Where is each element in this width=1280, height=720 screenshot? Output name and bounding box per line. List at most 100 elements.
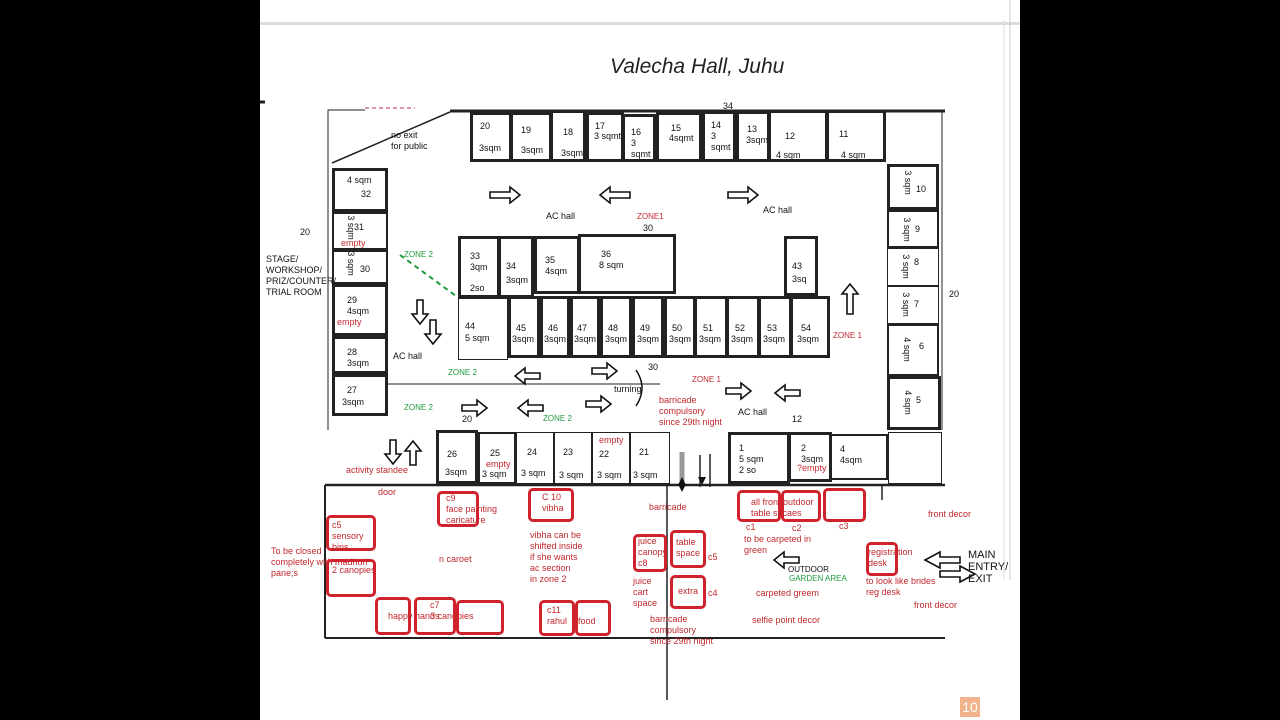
- stall-area: 3 sqmt: [711, 131, 731, 152]
- stall-note: empty: [486, 459, 511, 469]
- stall-35: 35 4sqm: [534, 236, 580, 294]
- stall-id: 47: [577, 323, 588, 333]
- stall-7: 3 sqm 7: [887, 286, 939, 324]
- stall-id: 31: [354, 222, 365, 232]
- front-decor-label: front decor: [914, 600, 958, 610]
- booth-c11: [539, 600, 575, 636]
- stall-31: 3 sqm 31 empty: [332, 212, 388, 250]
- barricade-note: barricade compulsory since 29th night: [650, 614, 714, 646]
- stall-52: 52 3sqm: [726, 296, 760, 358]
- stall-49: 49 3sqm: [632, 296, 664, 358]
- stall-25: 25 empty 3 sqm: [478, 432, 516, 484]
- zone-label: ZONE 1: [692, 375, 721, 384]
- stall-area: 8 sqm: [599, 260, 624, 270]
- stall-id: 7: [914, 299, 920, 309]
- stall-13: 13 3sqm: [736, 111, 770, 162]
- stall-id: 6: [919, 341, 925, 351]
- stall-20: 20 3sqm: [470, 112, 512, 162]
- stall-id: 16: [631, 127, 642, 137]
- stall-29: 29 4sqm empty: [332, 284, 388, 336]
- stall-id: 18: [563, 127, 574, 137]
- stall-area: 3sqm: [347, 358, 370, 368]
- reg-desk-note: to look like brides reg desk: [866, 576, 936, 597]
- stall-5: 4 sqm 5: [887, 376, 941, 430]
- stall-id: 9: [915, 224, 921, 234]
- turning-label: turning: [614, 384, 642, 394]
- stall-area: 3 sqm: [345, 251, 356, 276]
- carpet-green-note: to be carpeted in green: [744, 534, 812, 555]
- stall-area: 4 sqm: [901, 337, 912, 362]
- stall-area: 3sqm: [506, 275, 529, 285]
- dimension-30-mid: 30: [648, 362, 659, 372]
- stall-45: 45 3sqm: [508, 296, 540, 358]
- stall-id: 11: [839, 129, 849, 139]
- booth-c7: [414, 597, 456, 635]
- booth-c5-sensory: [326, 515, 376, 551]
- stall-28: 28 3sqm: [332, 336, 388, 374]
- stall-14: 14 3 sqmt: [702, 111, 736, 162]
- stall-id: 24: [527, 447, 538, 457]
- page-top-rule: [260, 22, 1020, 25]
- booth-c4-label: c4: [708, 588, 718, 598]
- zone-label: ZONE 1: [833, 331, 862, 340]
- door-label: door: [378, 487, 397, 497]
- stall-area: 3sqm: [763, 334, 786, 344]
- page-number-badge: 10: [960, 697, 980, 717]
- dimension-20-right: 20: [949, 289, 960, 299]
- booth-registration: [866, 542, 898, 576]
- stall-34: 34 3sqm: [498, 236, 534, 298]
- stall-area: 3 sqmt: [594, 131, 622, 141]
- stall-22: empty 22 3 sqm: [592, 432, 630, 484]
- to-be-closed-note: To be closed completely with madhuri pan…: [271, 546, 368, 578]
- stall-id: 33: [470, 251, 481, 261]
- garden-label: GARDEN AREA: [789, 574, 847, 583]
- zone-label: ZONE 2: [543, 414, 572, 423]
- dimension-34: 34: [723, 101, 734, 111]
- stall-area: 3sqm: [521, 145, 544, 155]
- stall-area: 4 sqm: [841, 150, 866, 160]
- stall-area: 3sqm: [342, 397, 365, 407]
- carpet-note: n caroet: [439, 554, 472, 564]
- stall-area: 3sq: [792, 274, 807, 284]
- stall-id: 10: [916, 184, 927, 194]
- stall-46: 46 3sqm: [540, 296, 570, 358]
- page-title: Valecha Hall, Juhu: [610, 55, 785, 78]
- stall-id: 50: [672, 323, 683, 333]
- stall-id: 8: [914, 257, 920, 267]
- stall-44: 44 5 sqm: [458, 298, 508, 360]
- stall-id: 14: [711, 120, 722, 130]
- booth-c3: [823, 488, 866, 522]
- stall-area: 3 sqm: [900, 292, 911, 317]
- stall-id: 49: [640, 323, 651, 333]
- activity-label: activity standee: [346, 465, 409, 475]
- zone-label: ZONE 2: [448, 368, 477, 377]
- front-decor-label: front decor: [928, 509, 972, 519]
- stall-id: 26: [447, 449, 458, 459]
- booth-extra-label: extra: [678, 586, 699, 596]
- stall-id: 17: [595, 121, 606, 131]
- stall-note: empty: [337, 317, 362, 327]
- stall-area: 3sqm: [746, 135, 769, 145]
- stall-id: 4: [840, 444, 846, 454]
- stall-area: 3 sqmt: [631, 138, 651, 159]
- stall-26: 26 3sqm: [436, 430, 478, 484]
- stall-area: 3 sqm: [633, 470, 658, 480]
- booth-c1: [737, 490, 781, 522]
- stall-6: 4 sqm 6: [887, 324, 939, 376]
- booth-canopies-label: 2 canopies: [332, 565, 376, 575]
- stall-area: 3sqm: [445, 467, 468, 477]
- stall-id: 30: [360, 264, 371, 274]
- stall-id: 34: [506, 261, 517, 271]
- stall-id: 13: [747, 124, 758, 134]
- stall-id: 27: [347, 385, 358, 395]
- stall-12: 12 4 sqm: [768, 110, 828, 162]
- floor-plan-page: Valecha Hall, Juhu: [260, 0, 1020, 720]
- outdoor-label: OUTDOOR: [788, 565, 829, 574]
- stall-area: 3 sqm: [900, 254, 911, 279]
- stall-area: 5 sqm: [739, 454, 764, 464]
- stall-27: 27 3sqm: [332, 374, 388, 416]
- stall-area: 3qm: [470, 262, 488, 272]
- stall-id: 44: [465, 321, 476, 331]
- zone-label: ZONE1: [637, 212, 664, 221]
- stall-note: empty: [341, 238, 366, 248]
